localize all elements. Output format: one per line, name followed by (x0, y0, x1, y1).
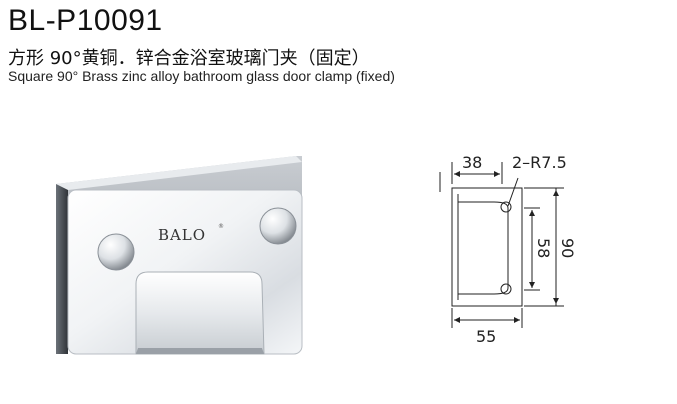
dim-depth-label: 38 (462, 153, 482, 172)
hinge-cover (135, 271, 265, 355)
dim-outer-height-label: 90 (558, 238, 577, 258)
product-title-en: Square 90° Brass zinc alloy bathroom gla… (8, 68, 395, 84)
screw-left (97, 233, 135, 271)
clamp-outline (451, 187, 523, 307)
screw-right (259, 207, 297, 245)
dim-inner-height-label: 58 (534, 238, 553, 258)
dim-radius-label: 2–R7.5 (512, 153, 567, 172)
dimension-drawing: 38 2–R7.5 58 90 55 (439, 153, 577, 346)
brand-registered-mark: ® (218, 223, 224, 230)
brand-logo: BALO (158, 226, 206, 244)
product-photo: BALO ® (56, 156, 303, 355)
model-number: BL-P10091 (8, 4, 163, 37)
dim-width-label: 55 (476, 327, 496, 346)
product-title-cn: 方形 90°黄铜．锌合金浴室玻璃门夹（固定） (8, 48, 370, 69)
